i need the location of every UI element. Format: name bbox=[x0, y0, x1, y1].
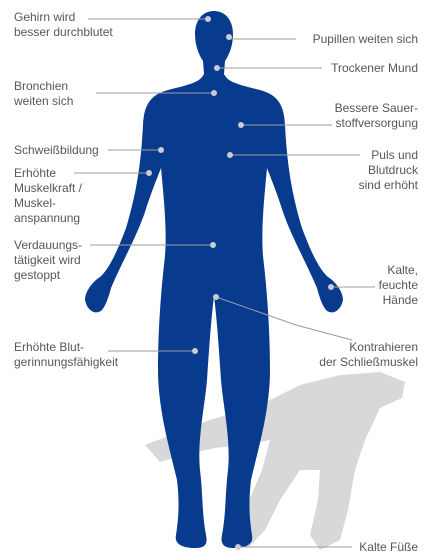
label-fuesse: Kalte Füße bbox=[359, 540, 418, 555]
marker-dot-verdauung bbox=[210, 242, 216, 248]
label-pupillen: Pupillen weiten sich bbox=[313, 32, 418, 47]
label-haende: Kalte, feuchte Hände bbox=[379, 263, 418, 308]
label-bronchien: Bronchien weiten sich bbox=[14, 79, 73, 109]
label-blut: Erhöhte Blut- gerinnungsfähigkeit bbox=[14, 340, 118, 370]
label-puls: Puls und Blutdruck sind erhöht bbox=[359, 148, 418, 193]
marker-dot-pupillen bbox=[226, 34, 232, 40]
marker-dot-schweiss bbox=[158, 147, 164, 153]
label-verdauung: Verdauungs- tätigkeit wird gestoppt bbox=[14, 238, 82, 283]
label-gehirn: Gehirn wird besser durchblutet bbox=[14, 10, 113, 40]
label-mund: Trockener Mund bbox=[331, 61, 418, 76]
label-sauerstoff: Bessere Sauer- stoffversorgung bbox=[335, 101, 418, 131]
marker-dot-haende bbox=[328, 284, 334, 290]
marker-dot-muskel bbox=[146, 170, 152, 176]
marker-dot-mund bbox=[214, 65, 220, 71]
marker-dot-puls bbox=[227, 152, 233, 158]
marker-dot-schliess bbox=[213, 294, 219, 300]
marker-dot-fuesse bbox=[235, 544, 241, 550]
marker-dot-sauerstoff bbox=[238, 122, 244, 128]
marker-dot-gehirn bbox=[205, 16, 211, 22]
marker-dot-blut bbox=[192, 348, 198, 354]
label-schliess: Kontrahieren der Schließmuskel bbox=[319, 340, 418, 370]
label-schweiss: Schweißbildung bbox=[14, 143, 99, 158]
marker-dot-bronchien bbox=[211, 90, 217, 96]
label-muskel: Erhöhte Muskelkraft / Muskel- anspannung bbox=[14, 166, 82, 226]
